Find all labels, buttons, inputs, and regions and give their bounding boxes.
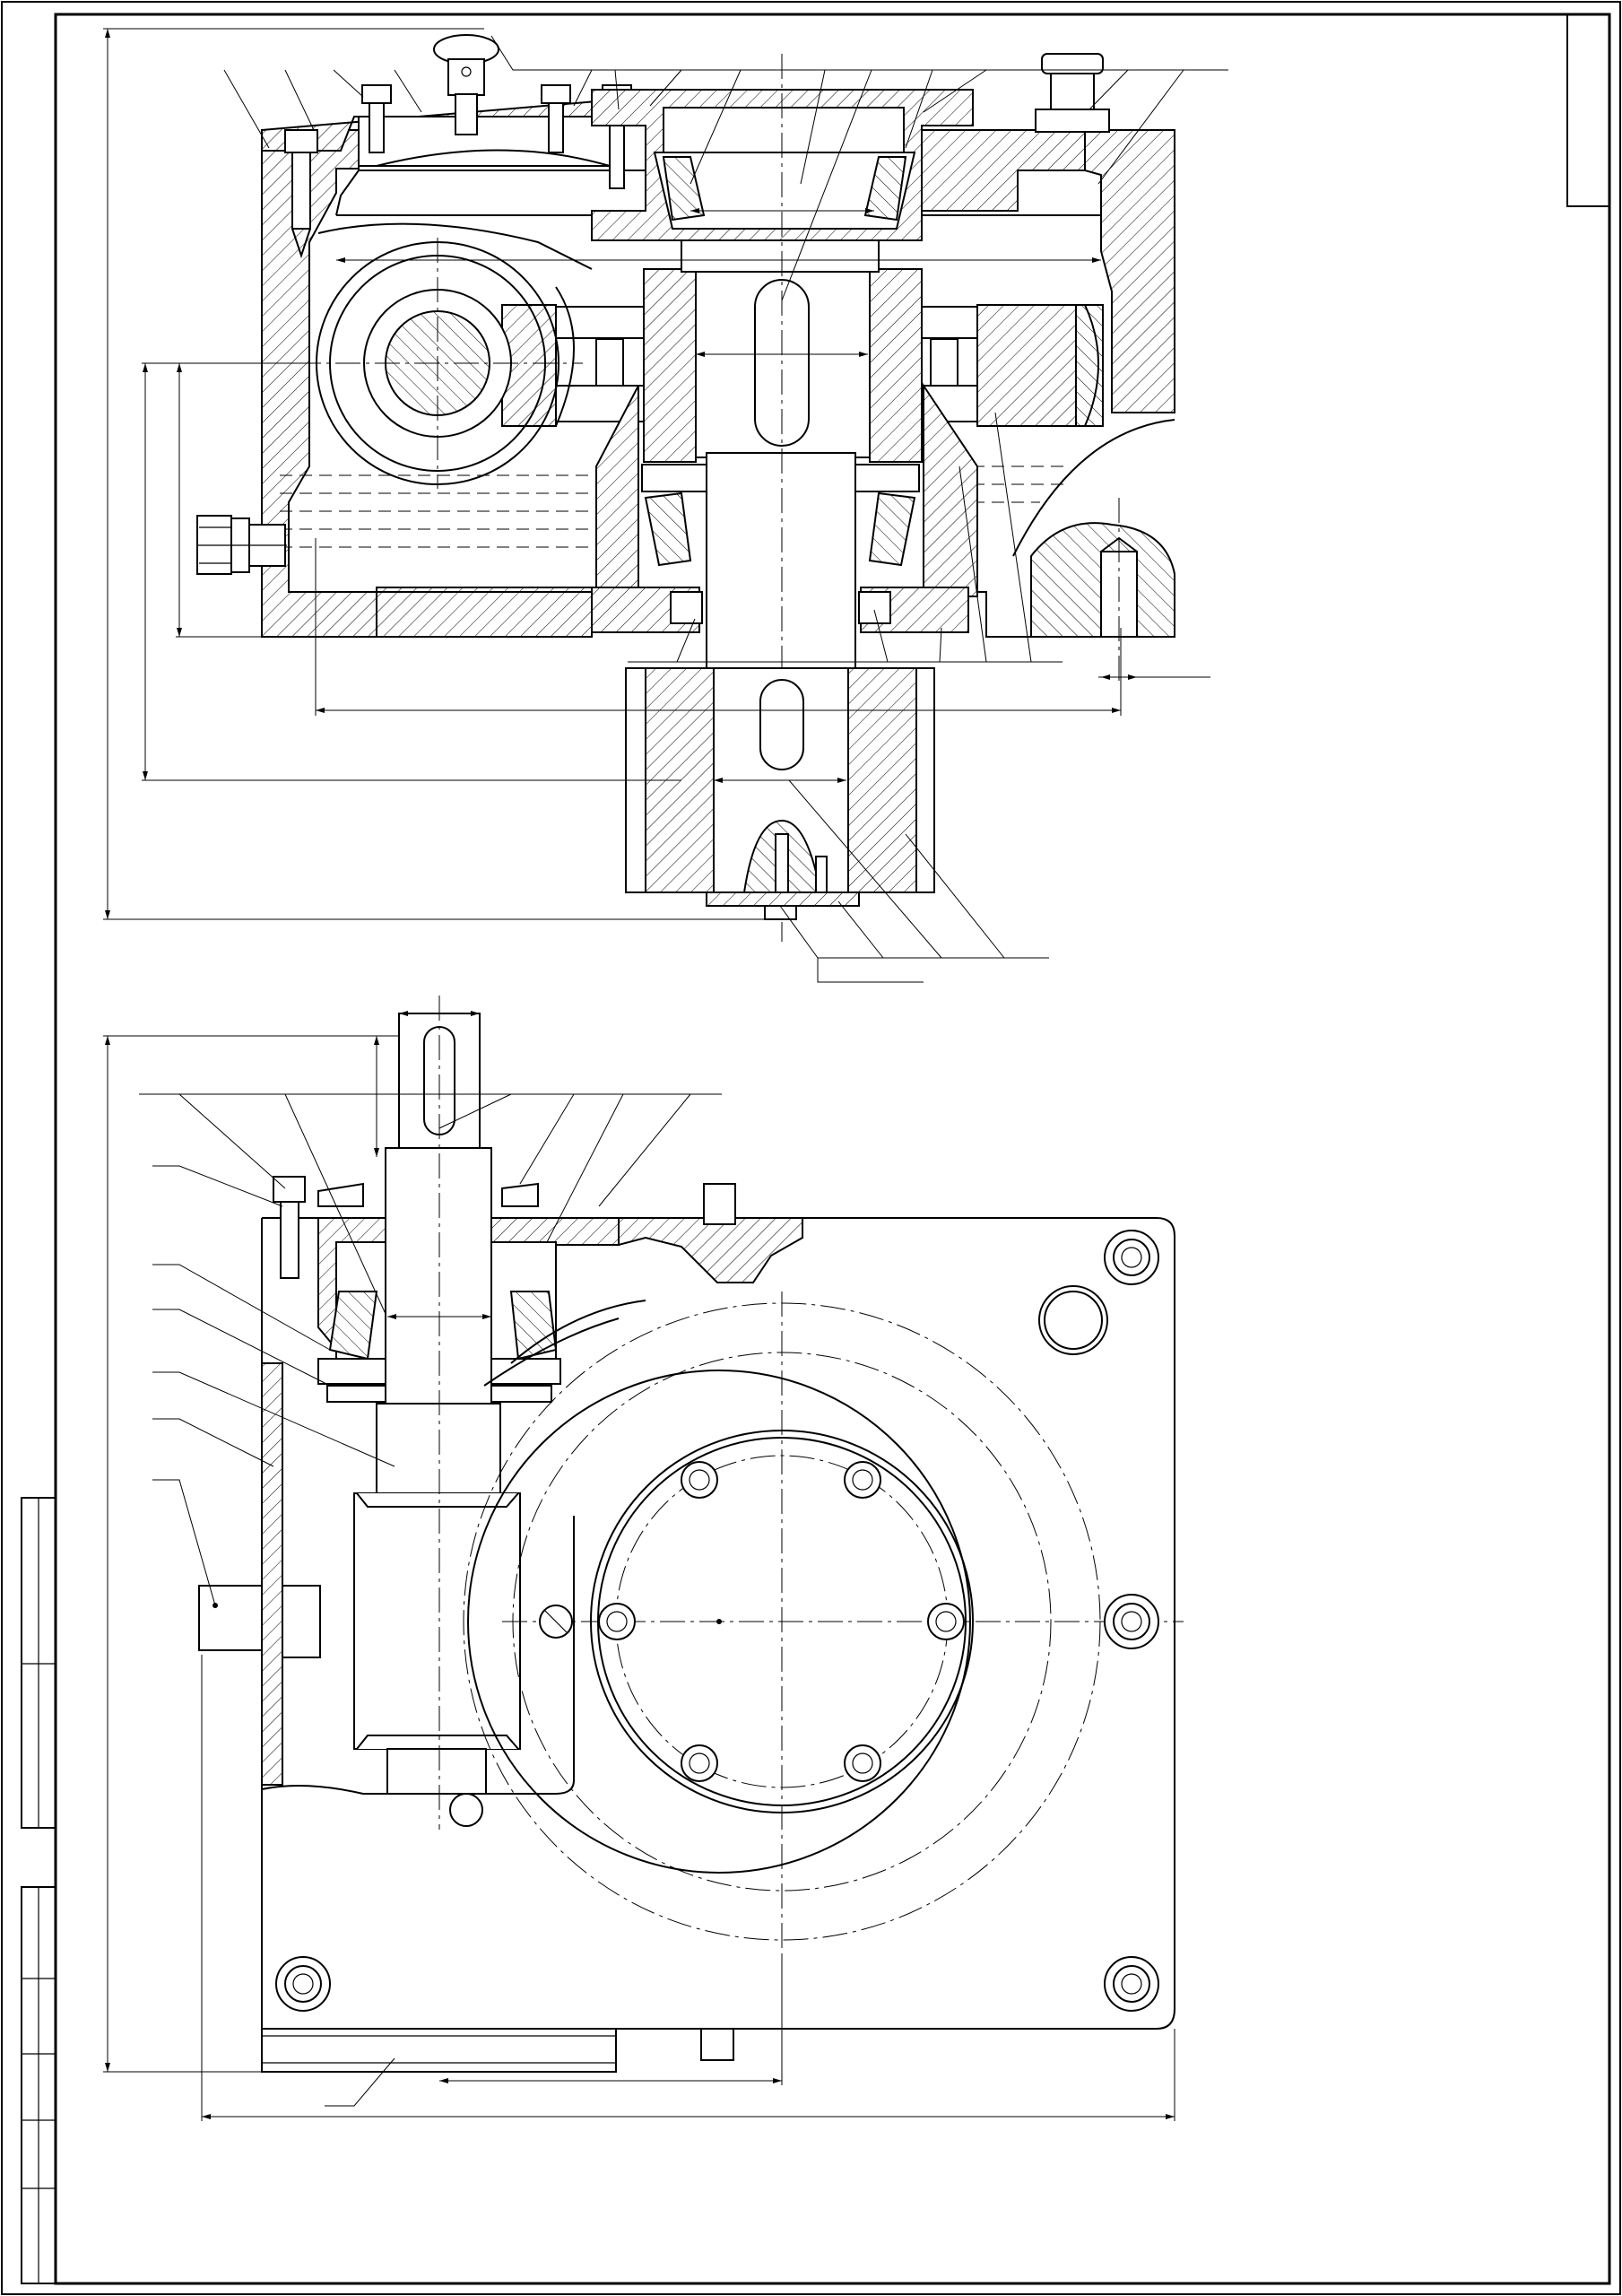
wheel-shaft-section xyxy=(501,239,1077,597)
right-cutaway xyxy=(1012,419,1175,682)
wheel-bolts xyxy=(598,1461,965,1782)
worm-housing-cut xyxy=(273,1176,803,1403)
section-leaders xyxy=(223,35,1228,983)
mounting-bolts xyxy=(275,1230,1159,2012)
side-plug xyxy=(198,1585,321,1658)
worm-shaft xyxy=(353,996,521,1830)
output-hub xyxy=(625,667,935,920)
worm-wheel xyxy=(463,1292,1184,1955)
section-view xyxy=(103,28,1228,983)
lifting-lug xyxy=(1035,53,1110,133)
top-view-wall xyxy=(261,1362,283,1786)
worm-cross-section xyxy=(296,222,1104,489)
oil-level xyxy=(280,465,1067,548)
top-view xyxy=(103,996,1184,2121)
top-view-leaders xyxy=(139,1093,722,2107)
top-view-dimensions xyxy=(103,1035,1175,2121)
section-dimensions xyxy=(103,28,1210,920)
breather-plug xyxy=(433,34,499,135)
gear-housing xyxy=(261,129,1175,638)
margin-table xyxy=(21,1497,56,2284)
housing-cover-left xyxy=(261,97,629,167)
base-plate xyxy=(261,1217,1175,2073)
lower-bearing xyxy=(591,464,969,633)
drain-plug xyxy=(196,515,287,575)
output-shaft xyxy=(706,54,856,942)
